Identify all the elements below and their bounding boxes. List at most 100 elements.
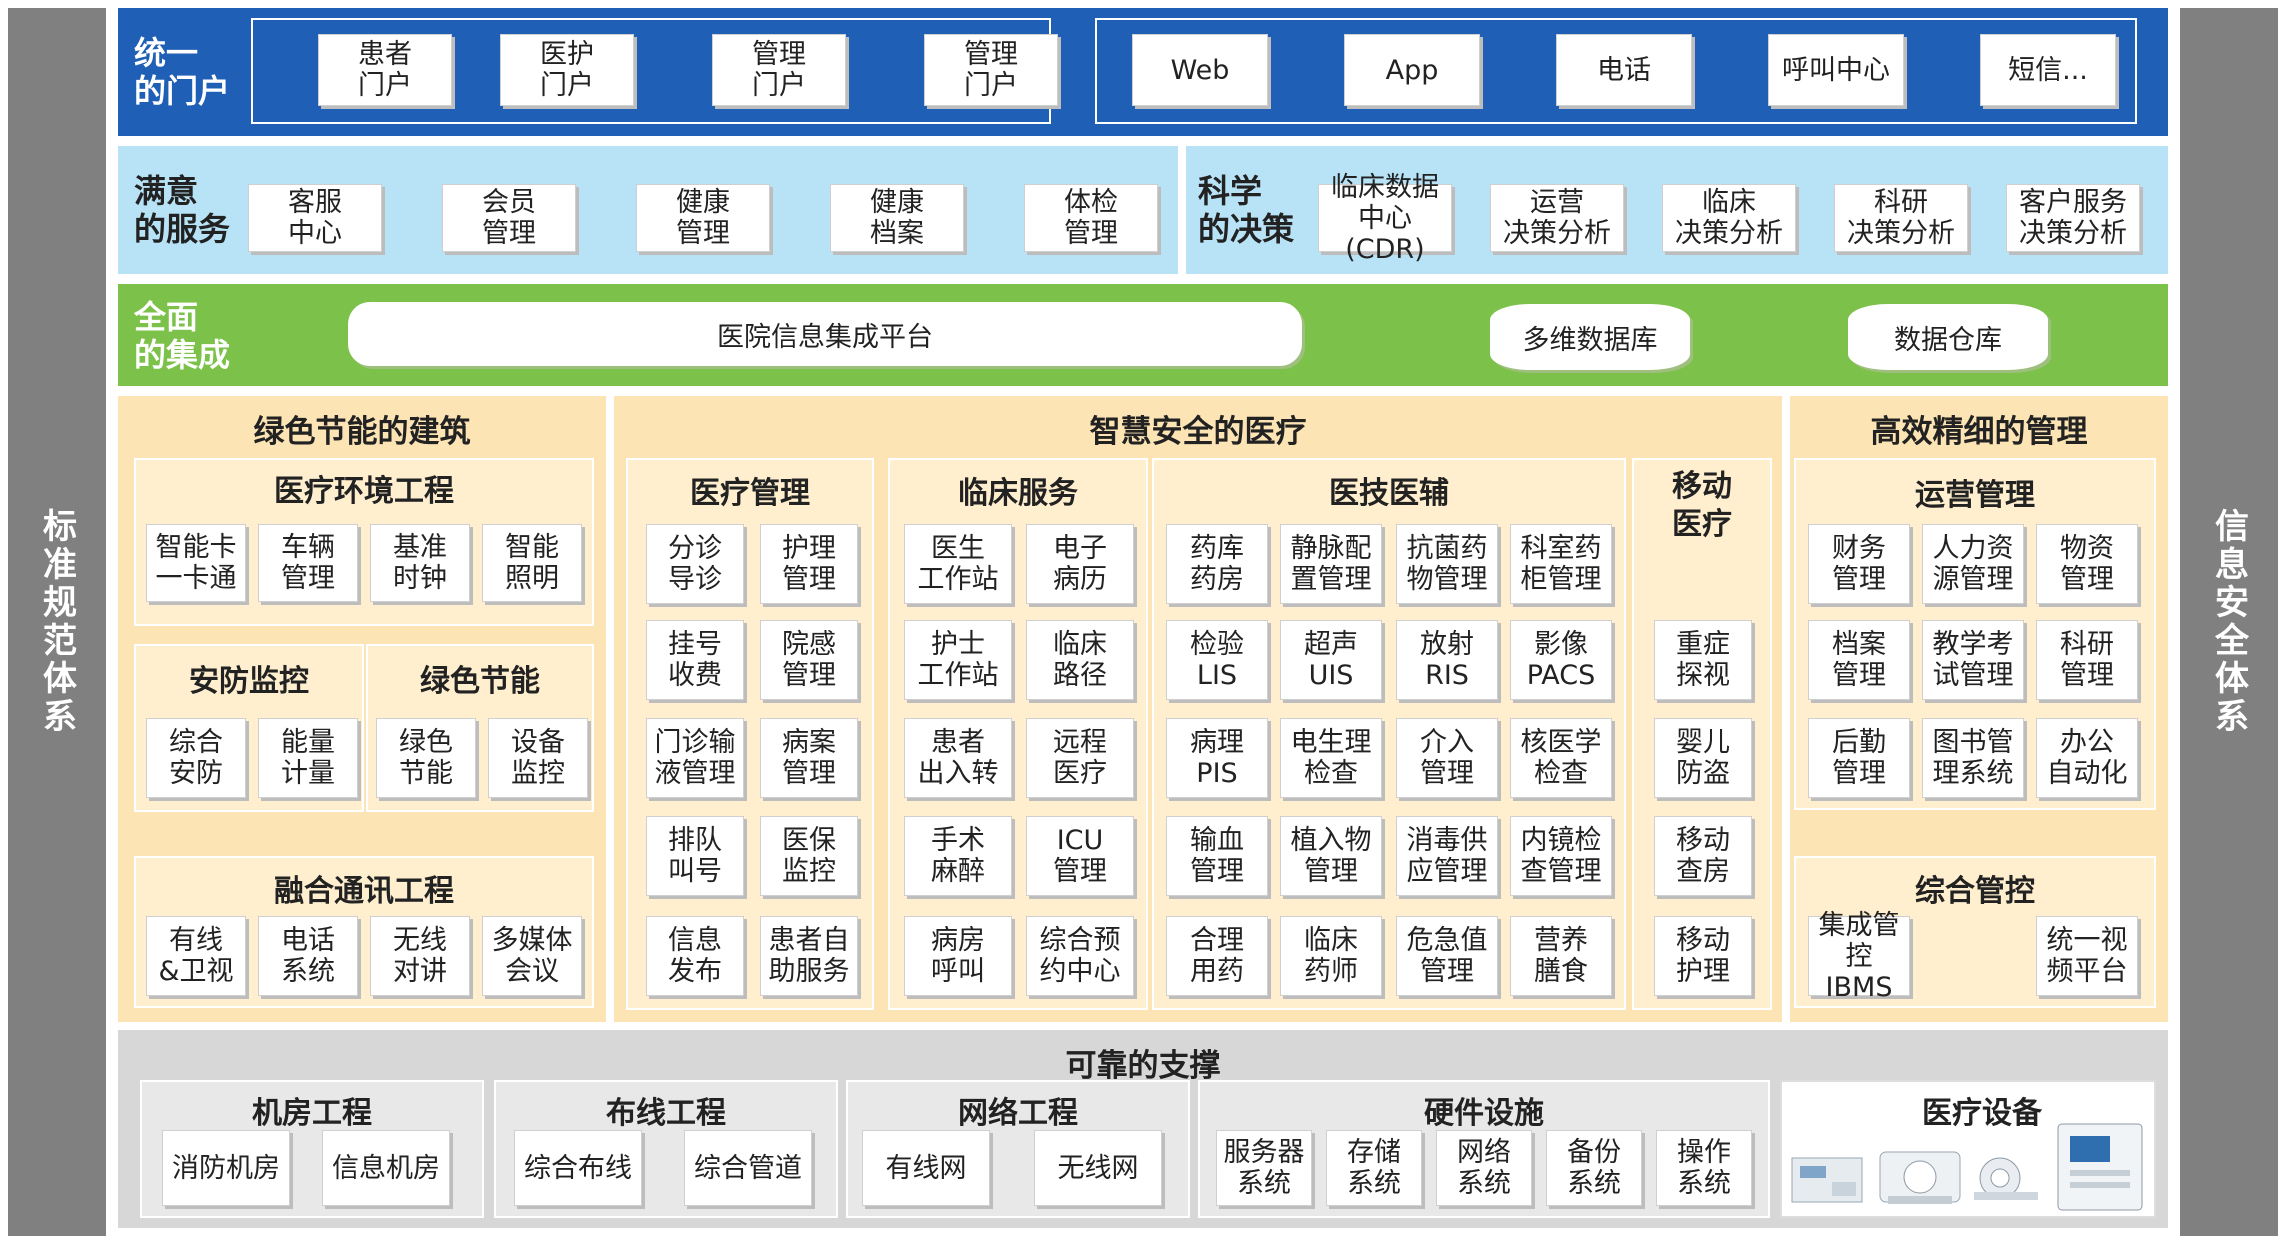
- comm-title: 融合通讯工程: [274, 874, 454, 909]
- integration-row: 全面 的集成 医院信息集成平台 多维数据库 数据仓库: [118, 284, 2168, 386]
- med-mgmt-item: 排队 叫号: [646, 816, 744, 896]
- ops-title: 运营管理: [1915, 478, 2035, 513]
- clinical-item: 电子 病历: [1026, 524, 1134, 604]
- ctrl-title: 综合管控: [1915, 874, 2035, 909]
- med-mgmt-item: 医保 监控: [760, 816, 858, 896]
- med-mgmt-item: 病案 管理: [760, 718, 858, 798]
- decision-label: 科学 的决策: [1198, 172, 1295, 248]
- med-mgmt-item: 护理 管理: [760, 524, 858, 604]
- tech-item: 电生理 检查: [1280, 718, 1382, 798]
- tech-item: 植入物 管理: [1280, 816, 1382, 896]
- clinical-item: 综合预 约中心: [1026, 916, 1134, 996]
- tech-item: 内镜检 查管理: [1510, 816, 1612, 896]
- hardware-item: 服务器 系统: [1216, 1130, 1312, 1206]
- tech-item: 影像 PACS: [1510, 620, 1612, 700]
- portal-item: 医护 门户: [500, 34, 634, 106]
- service-item: 体检 管理: [1024, 184, 1158, 252]
- ops-item: 人力资 源管理: [1922, 524, 2024, 604]
- ops-item: 教学考 试管理: [1922, 620, 2024, 700]
- tech-item: 营养 膳食: [1510, 916, 1612, 996]
- tech-item: 危急值 管理: [1396, 916, 1498, 996]
- room-item: 信息机房: [322, 1130, 450, 1206]
- tech-item: 输血 管理: [1166, 816, 1268, 896]
- decision-item: 临床 决策分析: [1662, 184, 1796, 252]
- med-mgmt-item: 患者自 助服务: [760, 916, 858, 996]
- mobile-item: 婴儿 防盗: [1654, 718, 1752, 798]
- ops-item: 后勤 管理: [1808, 718, 1910, 798]
- portal-item: 患者 门户: [318, 34, 452, 106]
- tech-item: 合理 用药: [1166, 916, 1268, 996]
- clinical-title: 临床服务: [958, 476, 1078, 511]
- clinical-item: 护士 工作站: [904, 620, 1012, 700]
- ops-item: 办公 自动化: [2036, 718, 2138, 798]
- env-item: 智能 照明: [482, 524, 582, 602]
- env-item: 智能卡 一卡通: [146, 524, 246, 602]
- med-mgmt-item: 挂号 收费: [646, 620, 744, 700]
- mobile-title: 移动 医疗: [1672, 469, 1732, 542]
- service-label: 满意 的服务: [134, 172, 231, 248]
- tech-item: 药库 药房: [1166, 524, 1268, 604]
- security-sidebar: 信息安全体系: [2180, 8, 2278, 1236]
- decision-item: 科研 决策分析: [1834, 184, 1968, 252]
- scanner-device-icon: [1879, 1151, 1961, 1204]
- tech-item: 超声 UIS: [1280, 620, 1382, 700]
- security-label: 信息安全体系: [2208, 508, 2249, 736]
- wiring-item: 综合管道: [684, 1130, 812, 1206]
- med-mgmt-item: 分诊 导诊: [646, 524, 744, 604]
- support-title: 可靠的支撑: [1065, 1048, 1221, 1084]
- clinical-item: 手术 麻醉: [904, 816, 1012, 896]
- hardware-item: 网络 系统: [1436, 1130, 1532, 1206]
- comm-item: 无线 对讲: [370, 916, 470, 996]
- standards-sidebar: 标准规范体系: [8, 8, 106, 1236]
- comm-item: 有线 &卫视: [146, 916, 246, 996]
- clinical-item: 医生 工作站: [904, 524, 1012, 604]
- portal-label: 统一 的门户: [134, 34, 231, 110]
- equipment-panel: 医疗设备: [1780, 1080, 2156, 1218]
- decision-item: 临床数据 中心(CDR): [1318, 172, 1452, 265]
- hardware-title: 硬件设施: [1424, 1096, 1544, 1131]
- medical-devices-illustration: [1791, 1123, 2143, 1211]
- med-mgmt-item: 信息 发布: [646, 916, 744, 996]
- comm-item: 多媒体 会议: [482, 916, 582, 996]
- integration-label: 全面 的集成: [134, 298, 231, 374]
- clinical-item: 远程 医疗: [1026, 718, 1134, 798]
- wiring-item: 综合布线: [514, 1130, 642, 1206]
- med-mgmt-title: 医疗管理: [690, 476, 810, 511]
- decision-item: 客户服务 决策分析: [2006, 184, 2140, 252]
- tech-item: 核医学 检查: [1510, 718, 1612, 798]
- tech-item: 抗菌药 物管理: [1396, 524, 1498, 604]
- security-monitor-title: 安防监控: [189, 664, 309, 699]
- channel-item: 呼叫中心: [1768, 34, 1904, 106]
- env-title: 医疗环境工程: [274, 474, 454, 509]
- ops-item: 财务 管理: [1808, 524, 1910, 604]
- tech-item: 消毒供 应管理: [1396, 816, 1498, 896]
- tech-item: 病理 PIS: [1166, 718, 1268, 798]
- tech-item: 介入 管理: [1396, 718, 1498, 798]
- analyzer-device-icon: [1791, 1157, 1863, 1203]
- clinical-item: 患者 出入转: [904, 718, 1012, 798]
- equipment-title: 医疗设备: [1922, 1096, 2042, 1131]
- room-item: 消防机房: [162, 1130, 290, 1206]
- comm-item: 电话 系统: [258, 916, 358, 996]
- tech-item: 静脉配 置管理: [1280, 524, 1382, 604]
- ops-item: 档案 管理: [1808, 620, 1910, 700]
- tech-title: 医技医辅: [1329, 476, 1449, 511]
- portal-item: 管理 门户: [712, 34, 846, 106]
- mobile-item: 重症 探视: [1654, 620, 1752, 700]
- wiring-title: 布线工程: [606, 1096, 726, 1131]
- channel-item: App: [1344, 34, 1480, 106]
- green-building-title: 绿色节能的建筑: [253, 414, 471, 450]
- service-item: 健康 管理: [636, 184, 770, 252]
- env-item: 车辆 管理: [258, 524, 358, 602]
- security-item: 能量 计量: [258, 718, 358, 798]
- smart-medical-title: 智慧安全的医疗: [1089, 414, 1307, 450]
- management-title: 高效精细的管理: [1870, 414, 2088, 450]
- channel-item: Web: [1132, 34, 1268, 106]
- clinical-item: ICU 管理: [1026, 816, 1134, 896]
- energy-item: 设备 监控: [488, 718, 588, 798]
- room-title: 机房工程: [252, 1096, 372, 1131]
- tech-item: 临床 药师: [1280, 916, 1382, 996]
- security-item: 综合 安防: [146, 718, 246, 798]
- hardware-item: 备份 系统: [1546, 1130, 1642, 1206]
- ops-item: 物资 管理: [2036, 524, 2138, 604]
